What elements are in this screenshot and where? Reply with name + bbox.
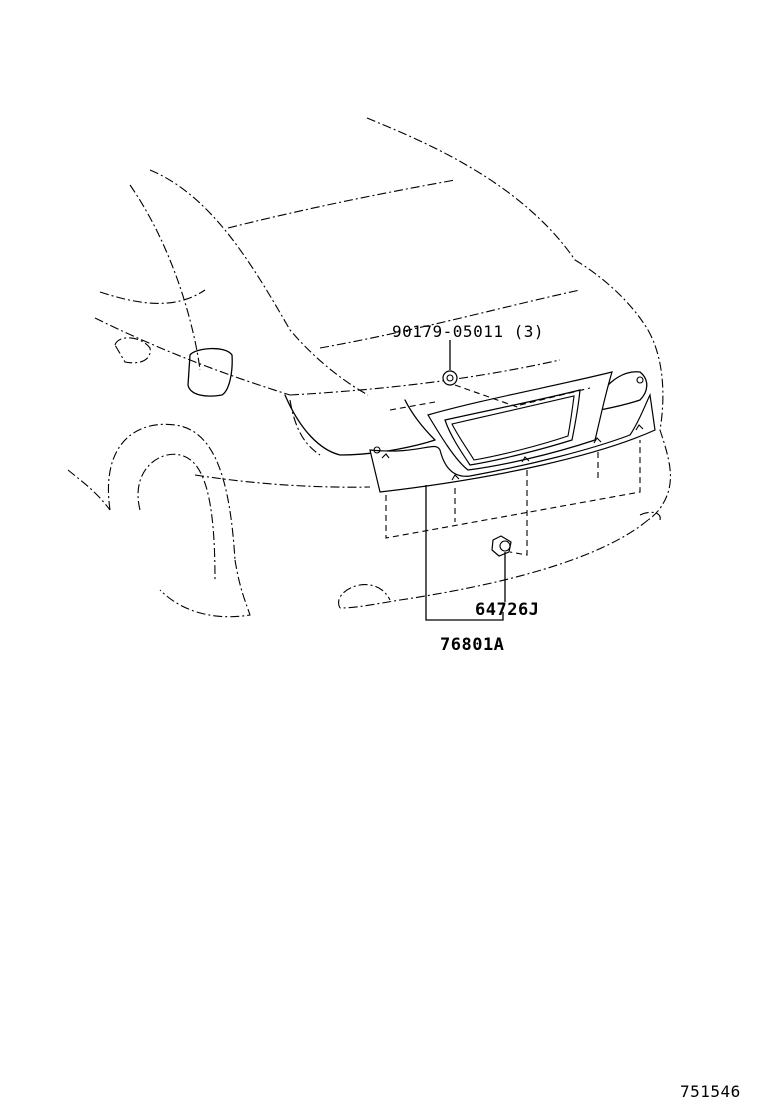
- car-body-outline: [67, 117, 671, 618]
- bolt-callout: 90179-05011 (3): [392, 322, 544, 341]
- garnish-callout: 76801A: [440, 635, 505, 655]
- illustration-number: 751546: [680, 1082, 741, 1101]
- installation-lines: [385, 384, 641, 556]
- tail-lamp-left: [284, 394, 436, 456]
- clip-part: [491, 535, 512, 602]
- bolt-part: [442, 340, 458, 386]
- fuel-door: [187, 347, 233, 397]
- tail-lamp-right: [599, 371, 648, 411]
- license-garnish: [369, 371, 656, 493]
- clip-callout: 64726J: [475, 600, 540, 620]
- garnish-leader: [425, 485, 504, 621]
